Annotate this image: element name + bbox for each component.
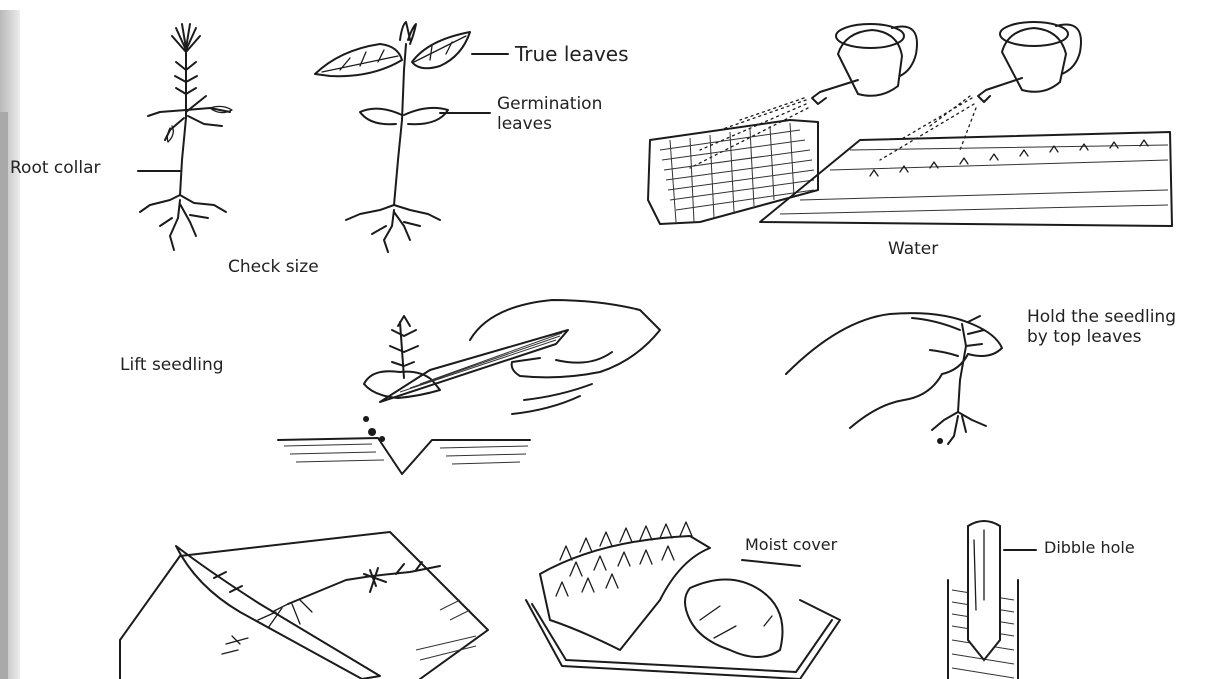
lift-seedling-label: Lift seedling bbox=[120, 357, 224, 375]
lift-seedling-illustration bbox=[278, 300, 660, 474]
hold-seedling-label-line1: Hold the seedling bbox=[1027, 309, 1176, 327]
seedling-illustration-left bbox=[138, 24, 232, 250]
root-collar-label: Root collar bbox=[10, 160, 101, 178]
hold-seedling-label-line2: by top leaves bbox=[1027, 329, 1142, 347]
hold-seedling-illustration bbox=[786, 313, 1002, 444]
dibble-hole-illustration bbox=[948, 521, 1036, 679]
water-label: Water bbox=[888, 241, 938, 259]
seedling-illustration-right bbox=[315, 22, 508, 252]
germination-leaves-label-line1: Germination bbox=[497, 96, 602, 114]
root-pruning-illustration bbox=[120, 532, 488, 679]
true-leaves-label: True leaves bbox=[515, 44, 629, 65]
germination-leaves-label-line2: leaves bbox=[497, 116, 552, 134]
watering-illustration bbox=[648, 22, 1172, 226]
dibble-hole-label: Dibble hole bbox=[1044, 540, 1135, 557]
moist-cover-label: Moist cover bbox=[745, 537, 837, 554]
check-size-label: Check size bbox=[228, 259, 319, 277]
